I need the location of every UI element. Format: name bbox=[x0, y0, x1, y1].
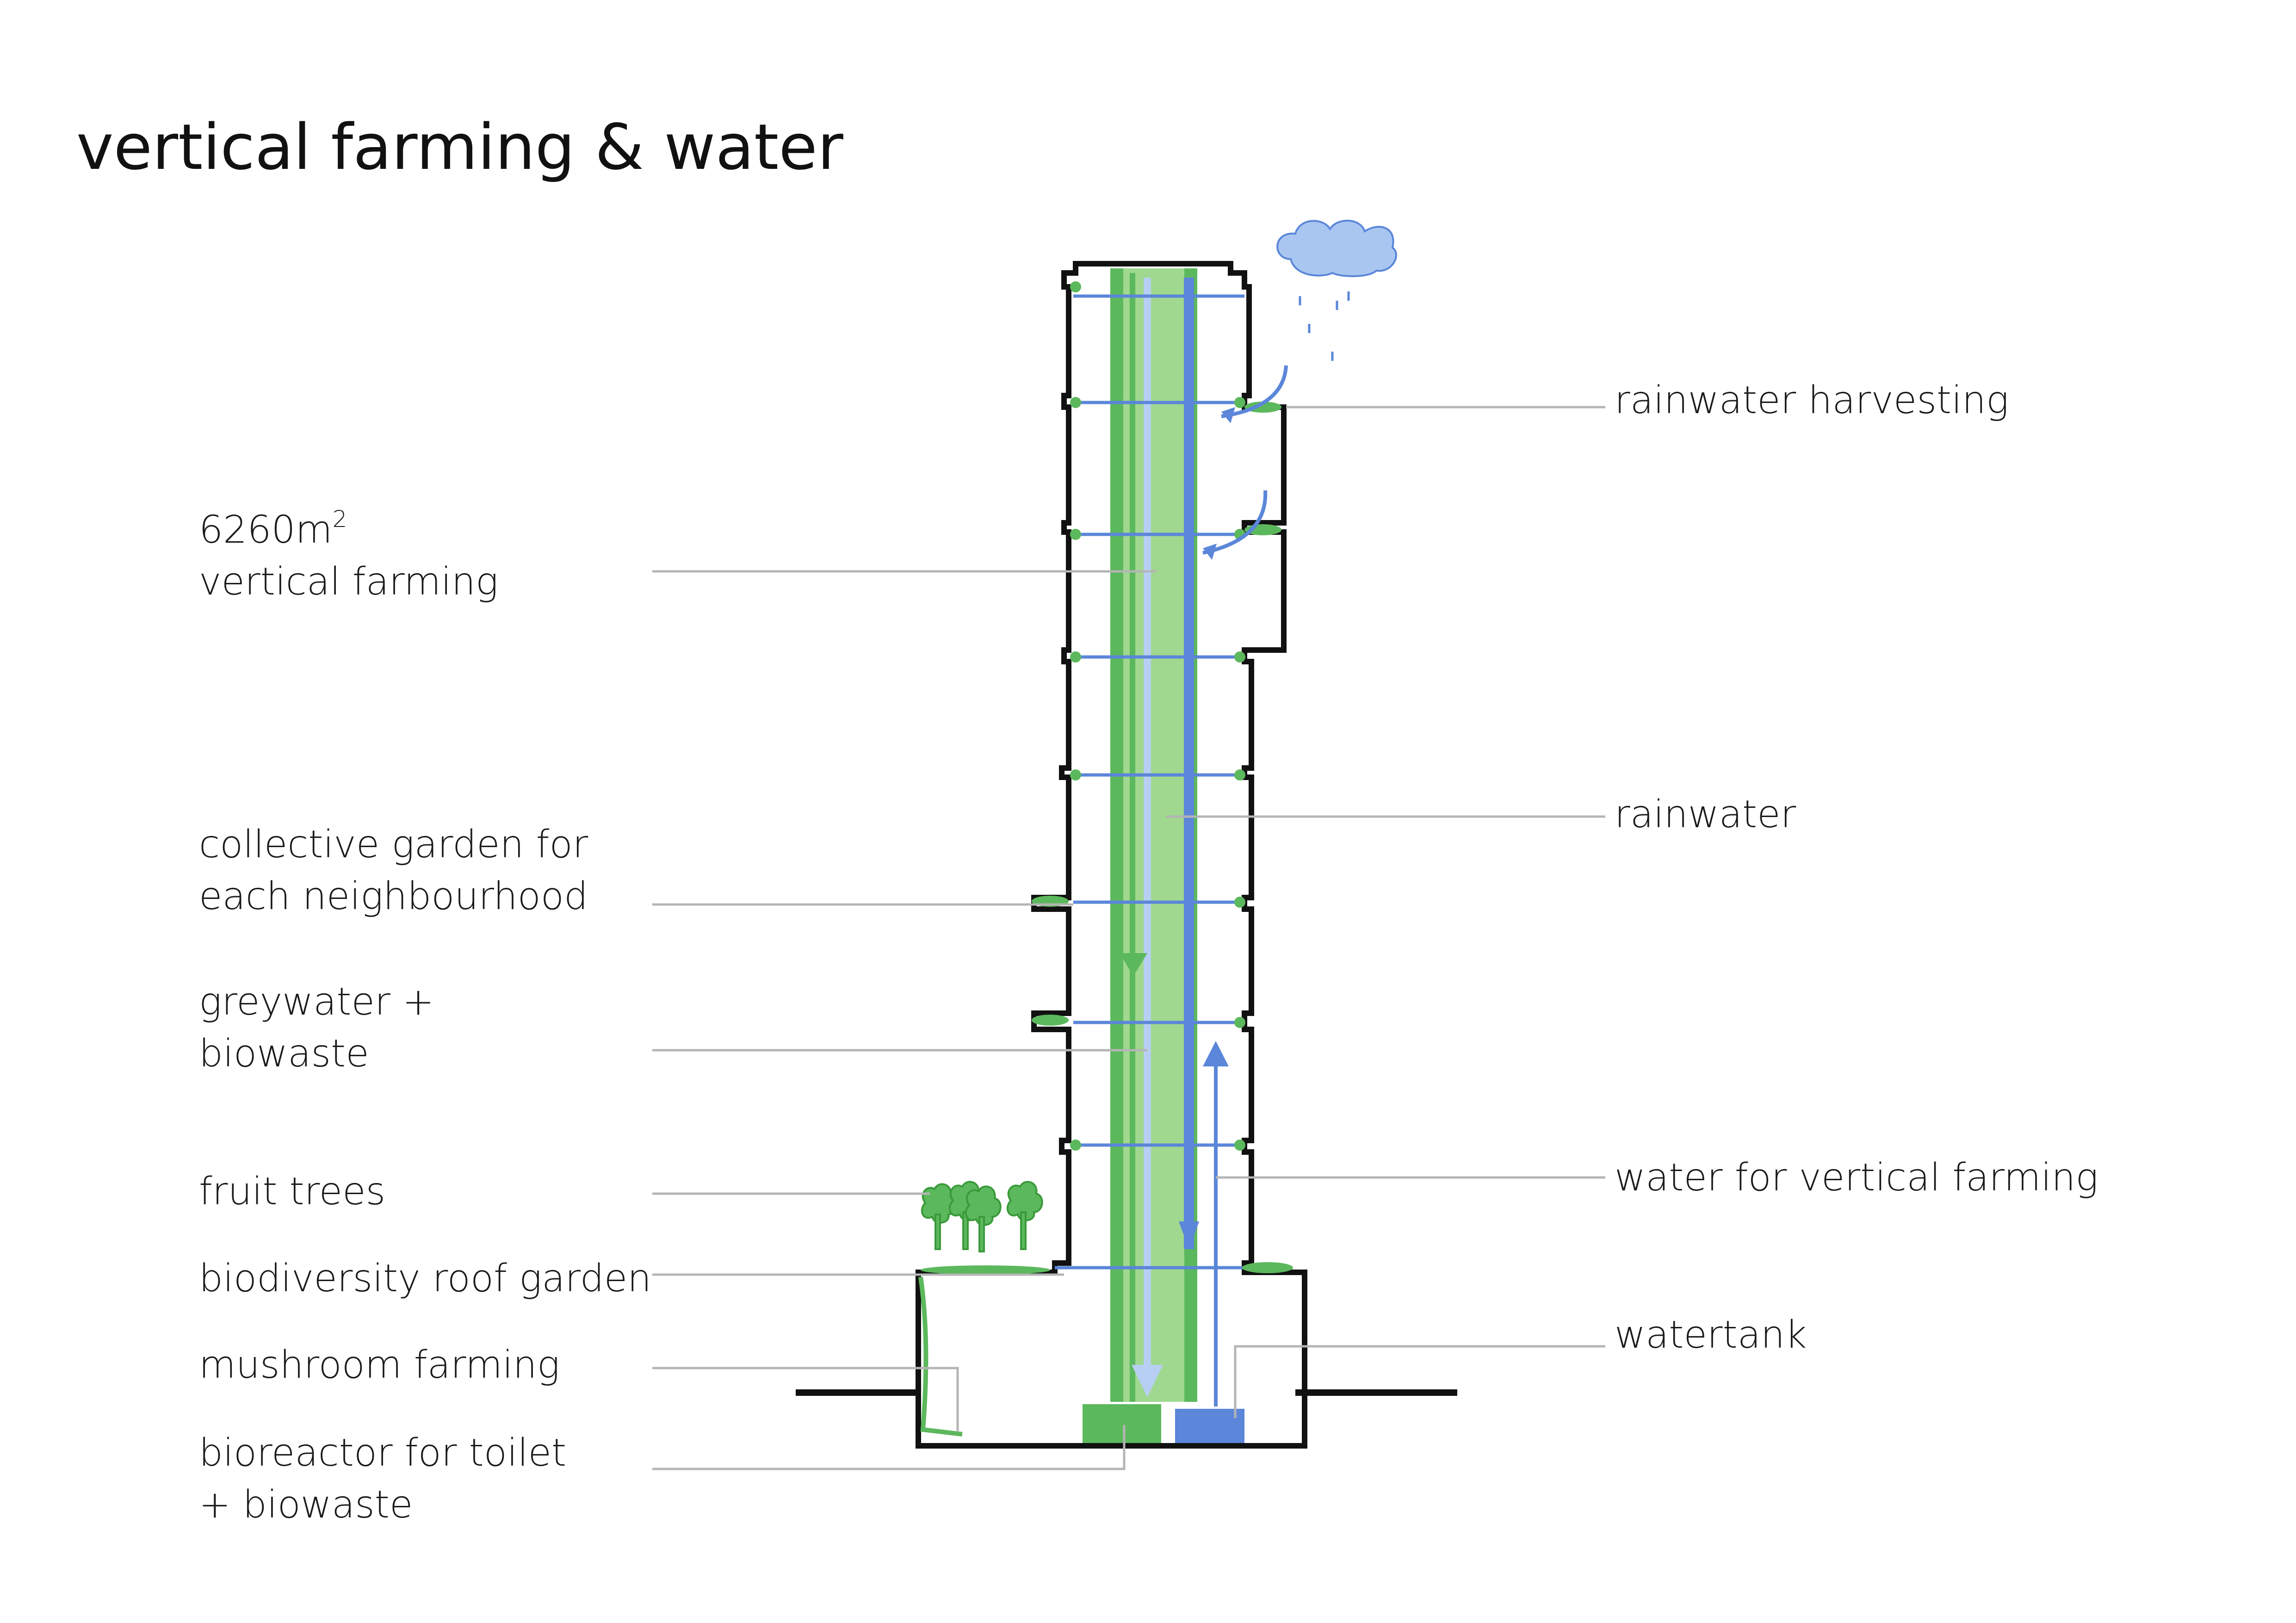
fruit-trees bbox=[921, 1181, 1043, 1252]
label-greywater: greywater + biowaste bbox=[199, 980, 434, 1076]
label-collective-garden: collective garden for each neighbourhood bbox=[199, 823, 588, 918]
label-fruit-trees: fruit trees bbox=[199, 1170, 386, 1214]
label-bioreactor: bioreactor for toilet + biowaste bbox=[199, 1431, 567, 1527]
slab-planters bbox=[918, 281, 1293, 1437]
watertank bbox=[1175, 1409, 1244, 1443]
rainwater-downpipe bbox=[1179, 278, 1199, 1249]
tree-icon bbox=[921, 1183, 958, 1250]
bioreactor-tank bbox=[1083, 1404, 1161, 1443]
tree-icon bbox=[1006, 1181, 1043, 1250]
label-rainwater: rainwater bbox=[1615, 793, 1796, 836]
label-biodiversity-roof-garden: biodiversity roof garden bbox=[199, 1257, 652, 1301]
leader-lines bbox=[652, 406, 1605, 1470]
label-rainwater-harvesting: rainwater harvesting bbox=[1615, 378, 2009, 422]
label-water-for-vertical-farming: water for vertical farming bbox=[1615, 1156, 2098, 1200]
water-up-pipe bbox=[1203, 1041, 1229, 1406]
label-vertical-farming-area: 6260m2 vertical farming bbox=[199, 506, 499, 604]
greywater-pipe bbox=[1120, 278, 1163, 1397]
cloud-icon bbox=[1202, 219, 1397, 560]
tree-icon bbox=[965, 1185, 1002, 1252]
floor-slabs bbox=[1055, 294, 1244, 1270]
diagram-title: vertical farming & water bbox=[76, 111, 843, 184]
label-watertank: watertank bbox=[1615, 1313, 1807, 1357]
label-mushroom-farming: mushroom farming bbox=[199, 1343, 560, 1387]
